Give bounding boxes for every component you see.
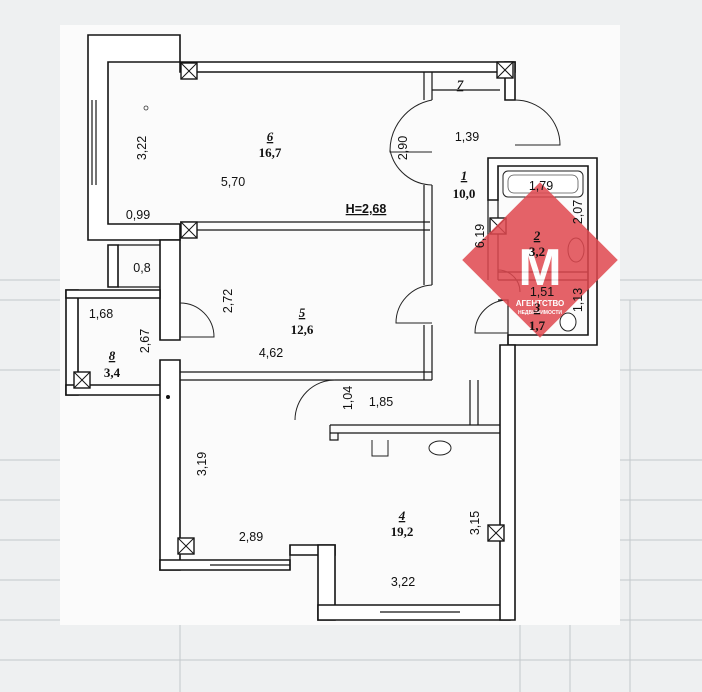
dimension-label: 1,68 <box>89 307 113 321</box>
dimension-label: 1,85 <box>369 395 393 409</box>
dimension-label: 2,89 <box>239 530 263 544</box>
room-2-area: 3,2 <box>529 244 545 259</box>
room-2-number: 2 <box>533 228 541 243</box>
room-6-number: 6 <box>267 129 274 144</box>
dimension-label: 2,90 <box>396 136 410 160</box>
column-1 <box>180 62 198 80</box>
stove <box>371 440 389 457</box>
agency-watermark: M АГЕНТСТВО НЕДВИЖИМОСТИ <box>462 182 618 338</box>
dimension-label: 3,19 <box>195 452 209 476</box>
room-8-area: 3,4 <box>104 365 121 380</box>
room-8-number: 8 <box>109 348 116 363</box>
exterior-walls <box>65 34 598 621</box>
room-5-area: 12,6 <box>291 322 314 337</box>
dimension-label: 5,70 <box>221 175 245 189</box>
dimension-label: 1,79 <box>529 179 553 193</box>
watermark-letter: M <box>518 239 561 297</box>
dimension-label: 6,19 <box>473 224 487 248</box>
dimension-label: 1,39 <box>455 130 479 144</box>
dimension-label: 2,72 <box>221 289 235 313</box>
room-3-area: 1,7 <box>529 318 546 333</box>
room-4-area: 19,2 <box>391 524 414 539</box>
paper-sheet <box>60 25 620 625</box>
column-3 <box>180 221 198 239</box>
dimension-label: 0,8 <box>133 261 150 275</box>
dimension-label: 3,22 <box>135 136 149 160</box>
room-labels: 6 16,7 7 1 10,0 2 3,2 3 1,7 5 12,6 8 3,4… <box>104 77 546 539</box>
dimension-label: 1,04 <box>341 386 355 410</box>
toilet <box>559 312 577 332</box>
room-6-area: 16,7 <box>259 145 282 160</box>
room-5-number: 5 <box>299 305 306 320</box>
room-3-number: 3 <box>533 300 541 315</box>
dimension-label: 3,15 <box>468 511 482 535</box>
dimension-label: 1,13 <box>571 288 585 312</box>
column-7 <box>487 524 505 542</box>
dimension-label: 3,22 <box>391 575 415 589</box>
column-2 <box>496 61 514 79</box>
plan-mark <box>143 105 149 111</box>
dimension-label: 4,62 <box>259 346 283 360</box>
ceiling-height-label: H=2,68 <box>346 202 387 216</box>
dimension-label: 2,67 <box>138 329 152 353</box>
kitchen-sink <box>428 440 452 456</box>
watermark-subtext: НЕДВИЖИМОСТИ <box>518 310 562 316</box>
dimension-labels: 3,22 5,70 0,99 1,39 2,90 6,19 1,79 2,07 … <box>89 130 585 589</box>
room-7-number: 7 <box>457 77 464 92</box>
plan-mark <box>166 395 170 399</box>
dimension-label: 1,51 <box>530 285 554 299</box>
dimension-label: 0,99 <box>126 208 150 222</box>
door-swings <box>179 99 561 421</box>
column-5 <box>73 371 91 389</box>
dimension-label: 2,07 <box>571 200 585 224</box>
room-4-number: 4 <box>398 508 406 523</box>
watermark-diamond <box>462 182 618 338</box>
room-1-area: 10,0 <box>453 186 476 201</box>
watermark-text: АГЕНТСТВО <box>516 299 565 308</box>
plumbing-fixtures <box>371 170 585 457</box>
room-1-number: 1 <box>461 168 468 183</box>
column-6 <box>177 537 195 555</box>
